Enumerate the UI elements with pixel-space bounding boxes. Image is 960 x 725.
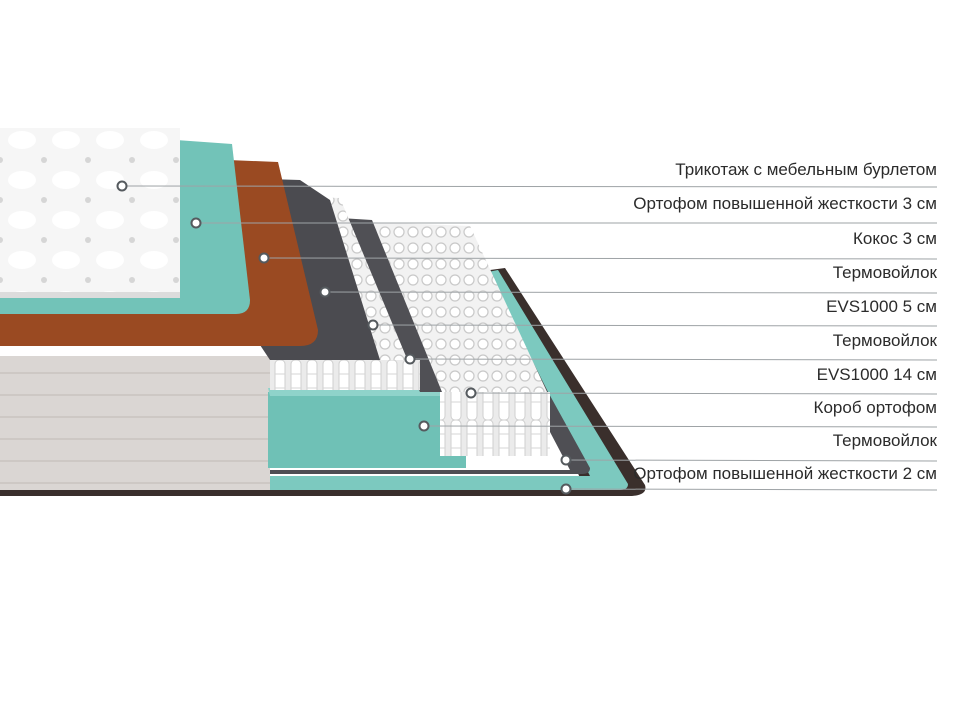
layer-label: Термовойлок <box>832 431 937 450</box>
anchor-dot <box>560 454 572 466</box>
layer-label: Кокос 3 см <box>852 229 937 248</box>
knit-top-layer <box>0 128 180 292</box>
foam-box <box>268 392 466 468</box>
leader-line <box>324 291 938 294</box>
springs-14-top <box>368 222 548 394</box>
leader-line <box>372 324 938 327</box>
leader-line <box>263 257 938 260</box>
layer-label: Термовойлок <box>832 263 937 282</box>
side-fabric <box>0 356 270 490</box>
leader-line <box>409 358 938 361</box>
anchor-dot <box>560 483 572 495</box>
springs-14-side <box>440 392 550 456</box>
springs-5-side <box>270 360 420 390</box>
layer-label: Трикотаж с мебельным бурлетом <box>675 160 937 179</box>
leader-line <box>121 185 938 188</box>
layer-label: EVS1000 14 см <box>816 365 937 384</box>
anchor-dot <box>319 286 331 298</box>
layer-label: Термовойлок <box>832 331 937 350</box>
anchor-dot <box>404 353 416 365</box>
layer-label: Ортофом повышенной жесткости 3 см <box>633 194 937 213</box>
anchor-dot <box>465 387 477 399</box>
layer-label: Ортофом повышенной жесткости 2 см <box>633 464 937 483</box>
leader-line <box>565 459 938 462</box>
anchor-dot <box>258 252 270 264</box>
leader-line <box>565 488 938 491</box>
layer-label: Короб ортофом <box>813 398 937 417</box>
layer-label: EVS1000 5 см <box>826 297 937 316</box>
anchor-dot <box>116 180 128 192</box>
leader-line <box>470 392 938 395</box>
anchor-dot <box>190 217 202 229</box>
leader-line <box>423 425 938 428</box>
bottom-foam-layer <box>268 270 628 490</box>
anchor-dot <box>367 319 379 331</box>
anchor-dot <box>418 420 430 432</box>
